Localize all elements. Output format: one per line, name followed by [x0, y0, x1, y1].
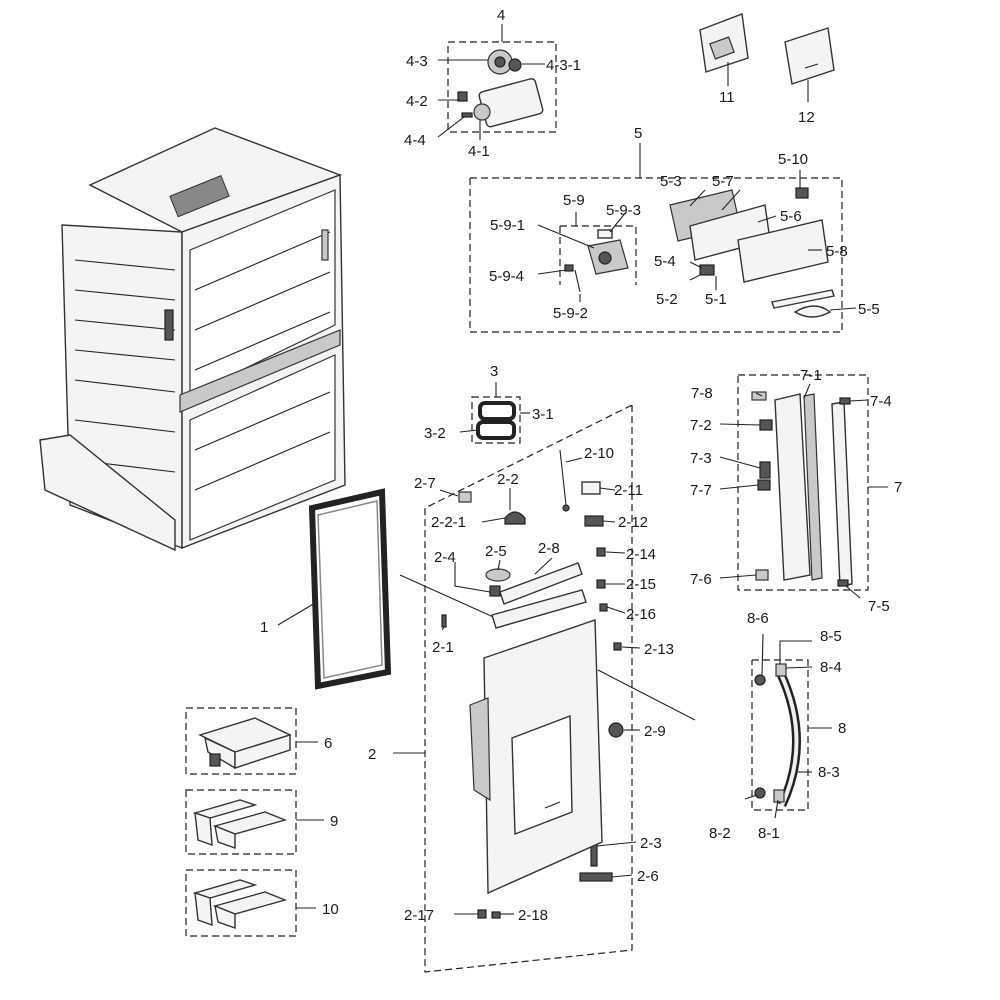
label-5-3: 5-3 — [660, 173, 682, 190]
label-5-5: 5-5 — [858, 301, 880, 318]
part-10-bracket — [192, 879, 288, 929]
label-1: 1 — [260, 619, 268, 636]
label-3-1: 3-1 — [532, 406, 554, 423]
label-2-3: 2-3 — [640, 835, 662, 852]
label-2-2-1: 2-2-1 — [431, 514, 466, 531]
label-6: 6 — [324, 735, 332, 752]
label-2-1: 2-1 — [432, 639, 454, 656]
label-5-9-4: 5-9-4 — [489, 268, 524, 285]
label-5-1: 5-1 — [705, 291, 727, 308]
label-7-8: 7-8 — [691, 385, 713, 402]
label-8-5: 8-5 — [820, 628, 842, 645]
part-4-assembly — [457, 49, 544, 128]
label-11: 11 — [719, 89, 735, 106]
label-5-8: 5-8 — [826, 243, 848, 260]
label-4-3: 4-3 — [406, 53, 428, 70]
label-7-1: 7-1 — [800, 367, 822, 384]
label-8-6: 8-6 — [747, 610, 769, 627]
label-2-14: 2-14 — [626, 546, 656, 563]
label-2-13: 2-13 — [644, 641, 674, 658]
part-5-9-assembly — [564, 229, 629, 293]
label-2-7: 2-7 — [414, 475, 436, 492]
label-5-9: 5-9 — [563, 192, 585, 209]
label-8-1: 8-1 — [758, 825, 780, 842]
label-2-2: 2-2 — [497, 471, 519, 488]
label-8: 8 — [838, 720, 846, 737]
part-12 — [784, 27, 835, 85]
label-7-3: 7-3 — [690, 450, 712, 467]
label-5-2: 5-2 — [656, 291, 678, 308]
refrigerator-cabinet — [39, 127, 346, 552]
label-5-10: 5-10 — [778, 151, 808, 168]
label-2-10: 2-10 — [584, 445, 614, 462]
label-3-2: 3-2 — [424, 425, 446, 442]
label-8-4: 8-4 — [820, 659, 842, 676]
label-7-7: 7-7 — [690, 482, 712, 499]
label-9: 9 — [330, 813, 338, 830]
label-2-12: 2-12 — [618, 514, 648, 531]
door-gasket — [308, 488, 392, 690]
label-10: 10 — [322, 901, 339, 918]
label-8-2: 8-2 — [709, 825, 731, 842]
label-5-9-2: 5-9-2 — [553, 305, 588, 322]
label-5: 5 — [634, 125, 642, 142]
label-2-4: 2-4 — [434, 549, 456, 566]
label-5-6: 5-6 — [780, 208, 802, 225]
label-5-9-3: 5-9-3 — [606, 202, 641, 219]
part-9-bracket — [192, 799, 288, 849]
label-5-7: 5-7 — [712, 173, 734, 190]
part-5-panels — [669, 187, 835, 318]
label-2-6: 2-6 — [637, 868, 659, 885]
part-7-rails — [751, 391, 853, 587]
part-6-bin — [198, 717, 292, 770]
label-2-17: 2-17 — [404, 907, 434, 924]
label-2-8: 2-8 — [538, 540, 560, 557]
part-3-filters — [476, 401, 516, 440]
label-5-4: 5-4 — [654, 253, 676, 270]
label-2-18: 2-18 — [518, 907, 548, 924]
label-7-4: 7-4 — [870, 393, 892, 410]
label-2: 2 — [368, 746, 376, 763]
label-2-5: 2-5 — [485, 543, 507, 560]
label-2-11: 2-11 — [614, 482, 643, 499]
label-4-4: 4-4 — [404, 132, 426, 149]
part-2-hardware — [441, 449, 624, 919]
label-4-1: 4-1 — [468, 143, 490, 160]
label-2-9: 2-9 — [644, 723, 666, 740]
label-3: 3 — [490, 363, 498, 380]
label-4: 4 — [497, 7, 505, 24]
part-11 — [699, 13, 749, 73]
label-7-2: 7-2 — [690, 417, 712, 434]
label-7-6: 7-6 — [690, 571, 712, 588]
label-7: 7 — [894, 479, 902, 496]
part-8-handle — [754, 663, 801, 807]
label-12: 12 — [798, 109, 815, 126]
label-7-5: 7-5 — [868, 598, 890, 615]
label-5-9-1: 5-9-1 — [490, 217, 525, 234]
part-2-door-panel — [469, 619, 603, 895]
label-2-16: 2-16 — [626, 606, 656, 623]
label-4-3-1: 4-3-1 — [546, 57, 581, 74]
label-4-2: 4-2 — [406, 93, 428, 110]
label-2-15: 2-15 — [626, 576, 656, 593]
label-8-3: 8-3 — [818, 764, 840, 781]
